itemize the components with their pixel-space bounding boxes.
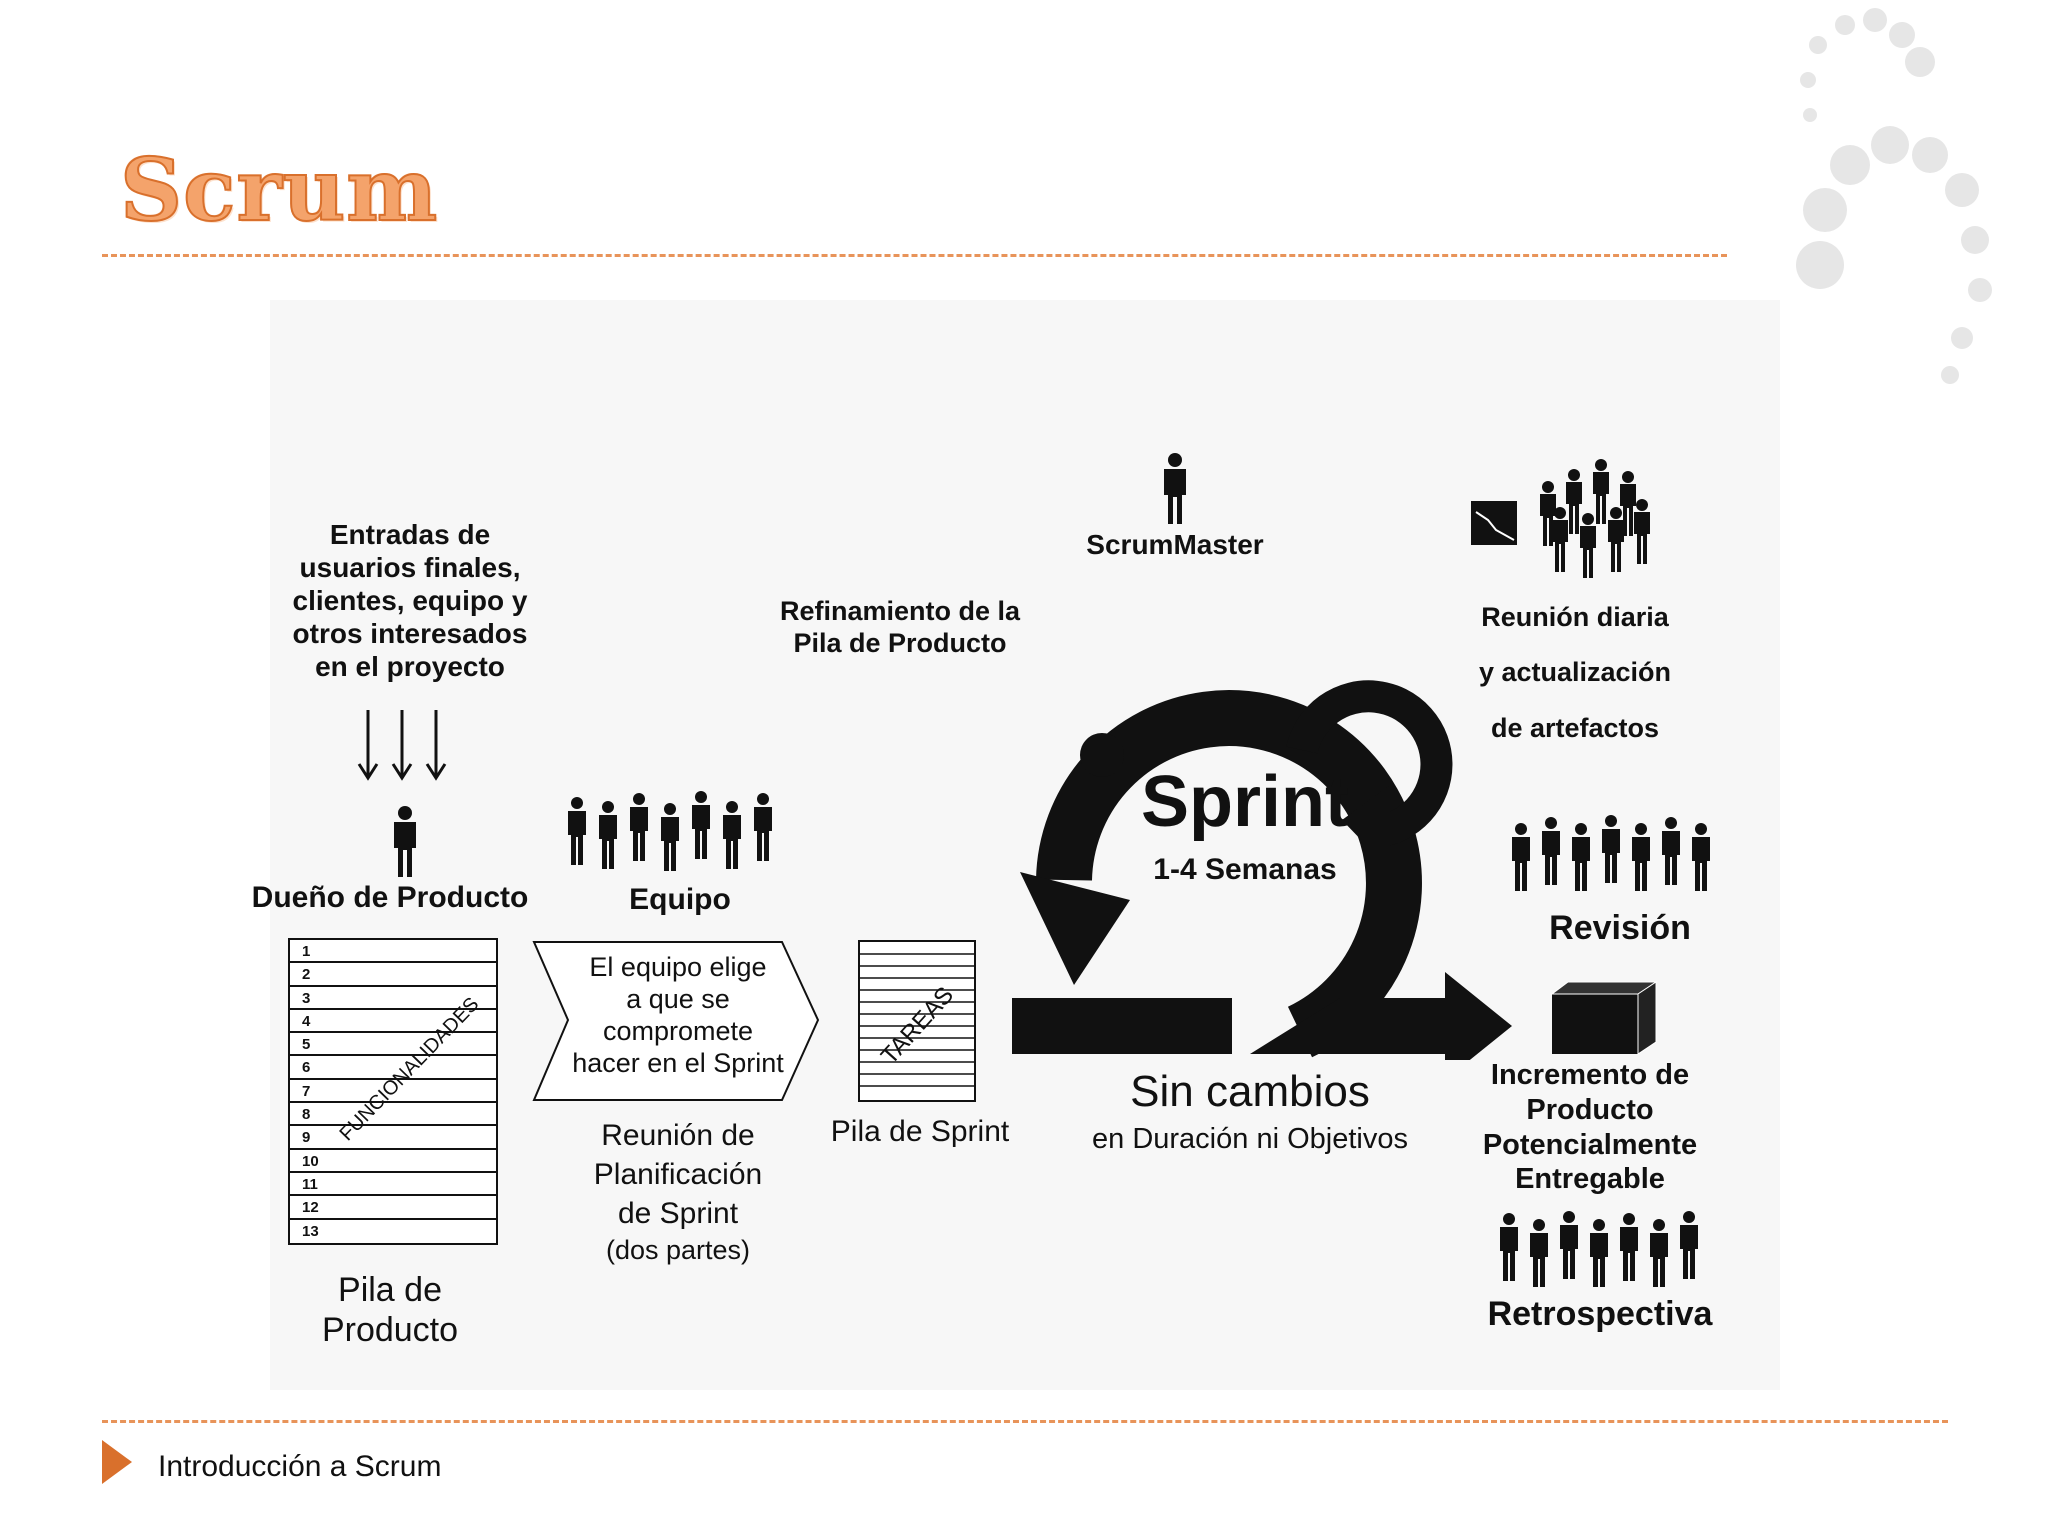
retrospective-team-icon [1500,1211,1698,1287]
backlog-row: 5 [290,1033,496,1057]
backlog-row: 6 [290,1056,496,1080]
slide-title: Scrum [119,139,439,242]
backlog-row: 3 [290,987,496,1010]
no-changes-title: Sin cambios [1130,1067,1370,1116]
commitment-chevron [532,941,820,1101]
backlog-row: 4 [290,1010,496,1034]
box-icon [1550,981,1658,1055]
daily-team-icon [1540,459,1650,578]
product-owner-label: Dueño de Producto [251,881,529,914]
person-icon [394,806,416,877]
backlog-row: 13 [302,1222,319,1240]
sprint-backlog-sheet [858,940,976,1102]
play-triangle-icon [102,1440,132,1484]
daily-meeting-label: Reunión diaria y actualización de artefa… [1478,602,1672,743]
title-divider [102,254,1727,257]
sprint-backlog-label: Pila de Sprint [830,1115,1010,1148]
backlog-row: 7 [290,1080,496,1104]
refinement-label: Refinamiento de la Pila de Producto [779,596,1021,658]
chart-icon [1471,501,1517,545]
sprint-cycle-icon [1012,680,1512,1060]
review-label: Revisión [1549,909,1691,947]
backlog-row: 12 [290,1196,496,1220]
team-icon [568,791,772,871]
footer-label: Introducción a Scrum [158,1450,442,1483]
team-commit-label: El equipo elige a que se compromete hace… [572,952,784,1078]
no-changes-sub: en Duración ni Objetivos [1092,1123,1408,1155]
review-team-icon [1512,815,1710,891]
backlog-row: 1 [290,940,496,964]
backlog-row: 2 [290,963,496,987]
product-backlog-label: Pila de Producto [321,1271,459,1350]
planning-meeting-label: Reunión de Planificación de Sprint (dos … [593,1119,763,1265]
sprint-title: Sprint [1141,762,1349,842]
backlog-row: 8 [290,1103,496,1127]
down-arrows-icon [357,710,447,781]
backlog-row: 10 [290,1150,496,1173]
retrospective-label: Retrospectiva [1487,1295,1713,1333]
backlog-row: 9 [290,1126,496,1150]
scrum-master-icon [1164,453,1186,524]
sprint-duration: 1-4 Semanas [1153,853,1337,886]
team-label: Equipo [629,883,731,916]
backlog-row: 11 [290,1173,496,1197]
increment-label: Incremento de Producto Potencialmente En… [1482,1059,1698,1196]
footer-divider [102,1420,1948,1423]
decorative-dots [1796,8,1992,384]
scrum-diagram: Entradas de usuarios finales, clientes, … [252,300,1780,1390]
inputs-label: Entradas de usuarios finales, clientes, … [292,519,528,683]
scrum-master-label: ScrumMaster [1086,529,1264,560]
